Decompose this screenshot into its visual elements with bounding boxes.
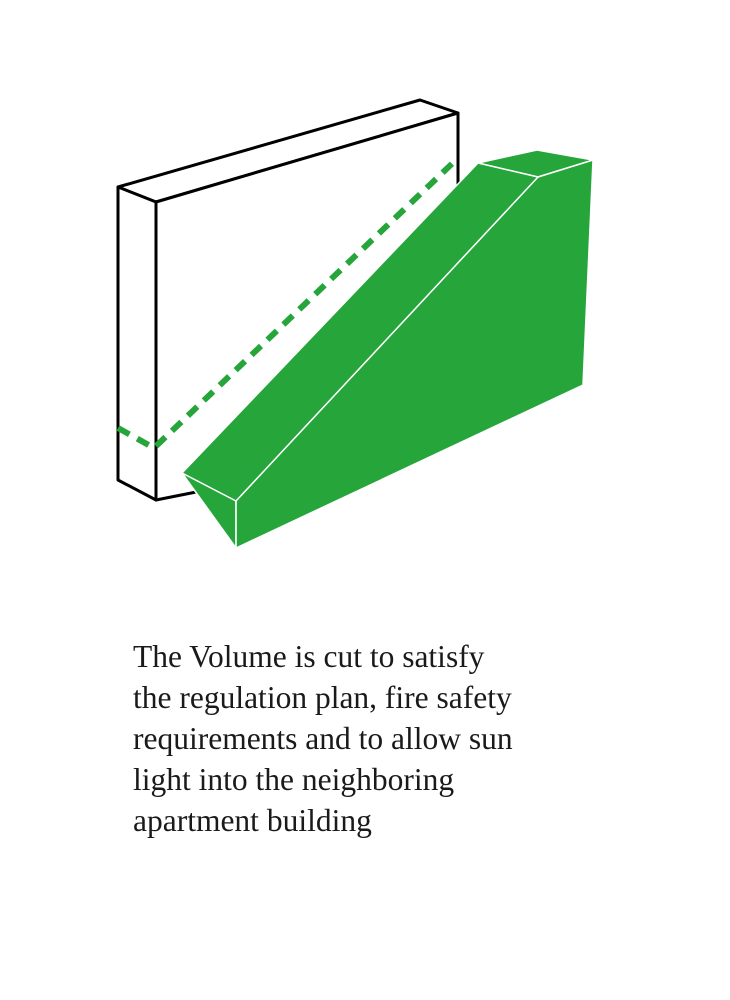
massing-diagram	[116, 98, 594, 549]
caption-line-2: the regulation plan, fire safety	[133, 680, 512, 715]
caption-line-5: apartment building	[133, 803, 372, 838]
cut-volume-ridge-edge	[235, 176, 539, 502]
cut-volume-end-top-edge	[181, 472, 237, 502]
caption-line-1: The Volume is cut to satisfy	[133, 639, 485, 674]
neighboring-building-side-face	[116, 185, 158, 502]
cut-volume-edges	[181, 176, 539, 548]
caption-line-4: light into the neighboring	[133, 762, 455, 797]
cut-volume	[181, 149, 594, 549]
caption-line-3: requirements and to allow sun	[133, 721, 513, 756]
diagram-caption: The Volume is cut to satisfy the regulat…	[133, 636, 653, 841]
